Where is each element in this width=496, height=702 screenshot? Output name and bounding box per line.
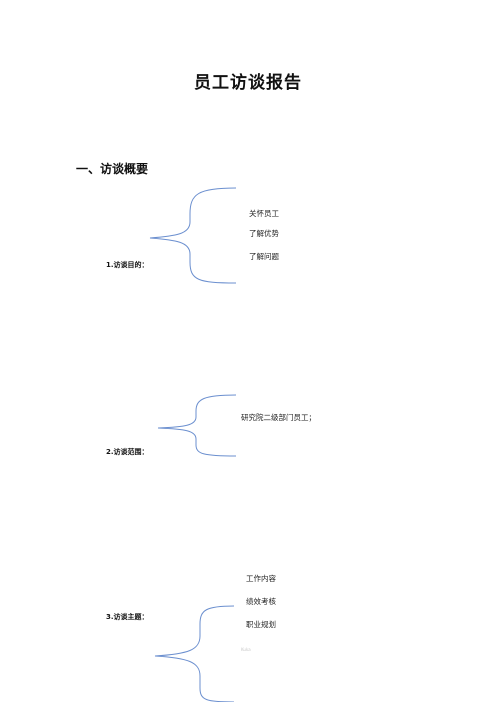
- topics-faint-note: Kuka: [241, 647, 251, 652]
- topics-item-3: 职业规划: [246, 620, 276, 629]
- purpose-item-1: 关怀员工: [249, 209, 279, 218]
- topics-item-1: 工作内容: [246, 574, 276, 583]
- scope-brace: [157, 394, 237, 457]
- section-heading-overview: 一、访谈概要: [76, 162, 149, 176]
- purpose-item-3: 了解问题: [249, 252, 279, 261]
- topics-label: 3.访谈主题：: [106, 613, 149, 621]
- scope-item-1: 研究院二级部门员工；: [241, 413, 316, 422]
- topics-brace: [154, 605, 235, 702]
- purpose-item-2: 了解优势: [249, 229, 279, 238]
- document-title: 员工访谈报告: [194, 73, 302, 93]
- topics-item-2: 绩效考核: [246, 597, 276, 606]
- purpose-label: 1.访谈目的：: [106, 261, 149, 269]
- purpose-brace: [149, 187, 237, 284]
- scope-label: 2.访谈范围：: [106, 448, 149, 456]
